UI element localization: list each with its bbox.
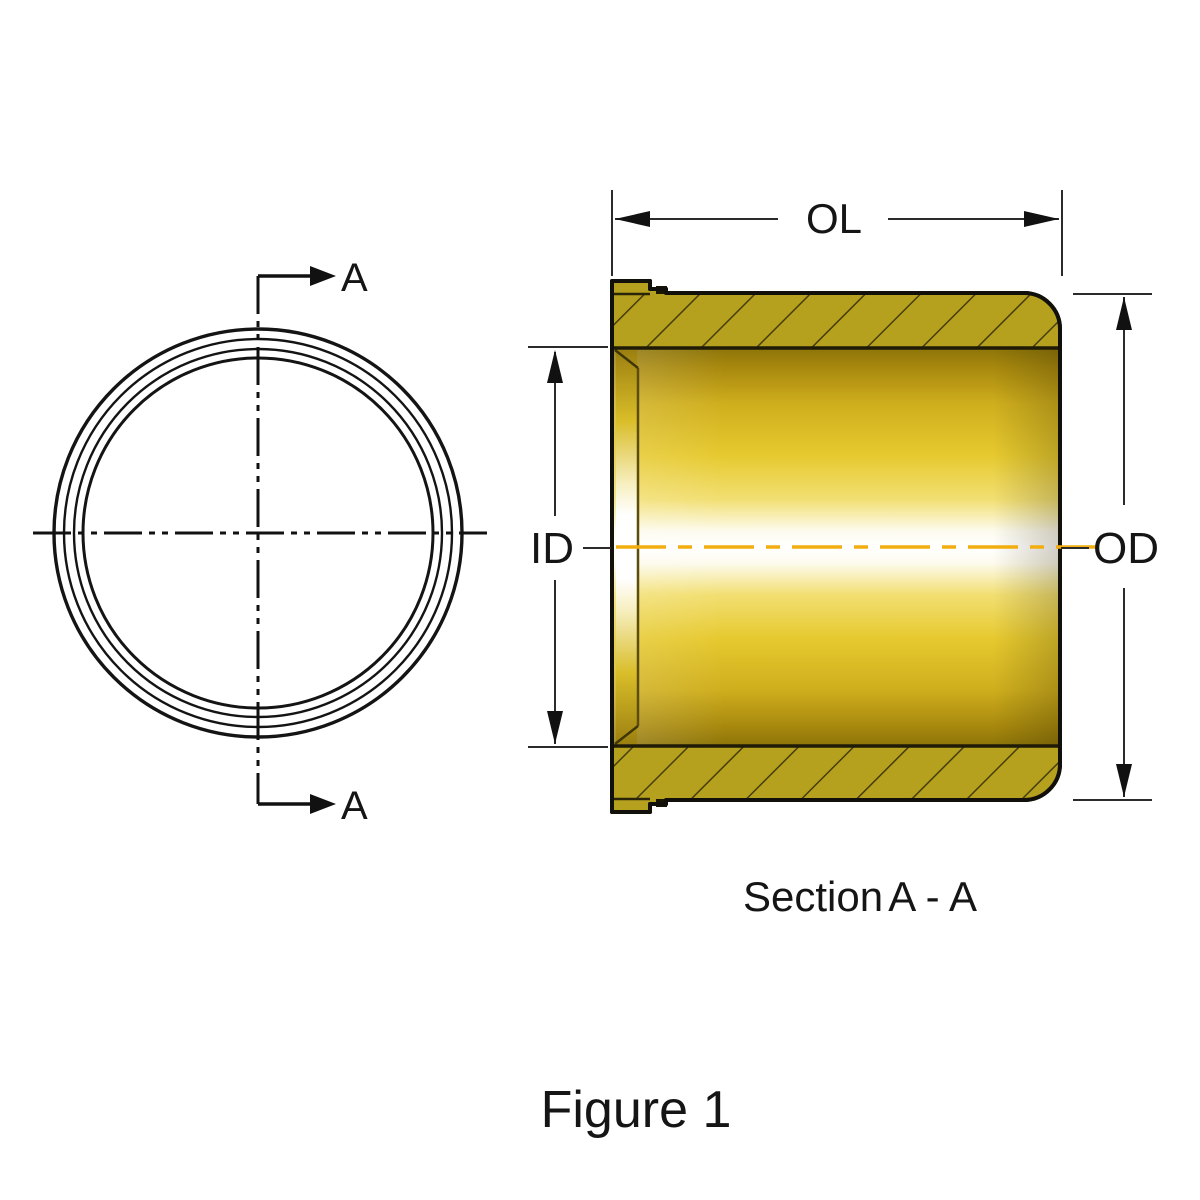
section-cut-arrow-bottom: A [258,784,368,828]
figure-caption: Figure 1 [541,1081,732,1139]
chamfer-diagonal-bottom [614,725,639,745]
top-wall-hatched [613,293,1060,348]
section-view [610,279,1096,814]
bottom-wall-hatched [613,746,1060,800]
section-caption-name: A - A [888,873,977,920]
end-view: A A [33,256,487,828]
arrowhead [547,350,563,383]
arrowhead [310,266,336,286]
cut-label-a-bottom: A [341,784,368,828]
arrowhead [547,711,563,744]
dimension-id [528,346,611,748]
chamfer-diagonal-top [614,349,639,369]
arrowhead [1024,211,1059,227]
section-cut-arrow-top: A [258,256,368,300]
bushing-outline [610,279,1062,814]
cut-label-a-top: A [341,256,368,300]
arrowhead [615,211,650,227]
arrowhead [310,794,336,814]
section-caption-prefix: Section [743,873,883,920]
arrowhead [1116,297,1132,330]
label-inner-diameter: ID [530,524,574,573]
arrowhead [1116,764,1132,797]
label-outer-diameter: OD [1093,524,1159,573]
dimension-od [1061,293,1152,801]
section-caption: Section A - A [743,873,977,920]
label-overall-length: OL [806,195,862,242]
dimension-ol [611,190,1063,276]
